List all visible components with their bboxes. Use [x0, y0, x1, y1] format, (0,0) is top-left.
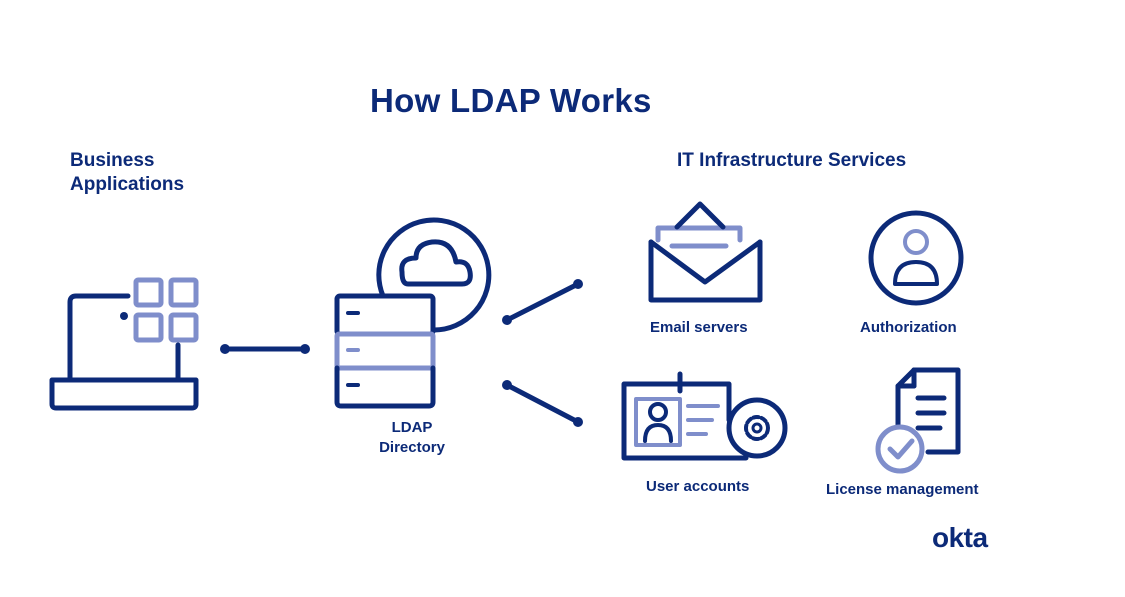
connector-business-to-ldap	[220, 344, 310, 354]
business-applications-line-1: Business	[70, 150, 155, 171]
ldap-directory-line-2: Directory	[379, 439, 445, 456]
connector-ldap-to-users	[502, 380, 583, 427]
id-card-gear-icon	[621, 371, 788, 461]
ldap-directory-line-1: LDAP	[391, 419, 433, 436]
diagram-title: How LDAP Works	[370, 82, 652, 119]
it-infrastructure-heading: IT Infrastructure Services	[677, 150, 907, 171]
license-management-label: License management	[826, 481, 979, 498]
business-applications-line-2: Applications	[70, 174, 185, 195]
email-servers-label: Email servers	[650, 319, 748, 336]
ldap-directory-label: LDAP Directory	[372, 418, 452, 458]
user-circle-icon	[868, 210, 964, 306]
user-accounts-label: User accounts	[646, 478, 750, 495]
okta-logo: okta	[932, 522, 988, 553]
connector-ldap-to-email	[502, 279, 583, 325]
laptop-app-grid-icon	[49, 277, 199, 411]
server-cloud-icon	[334, 217, 492, 409]
envelope-icon	[648, 201, 763, 303]
business-applications-heading: Business Applications	[70, 149, 230, 197]
document-check-icon	[875, 367, 961, 474]
authorization-label: Authorization	[860, 319, 957, 336]
